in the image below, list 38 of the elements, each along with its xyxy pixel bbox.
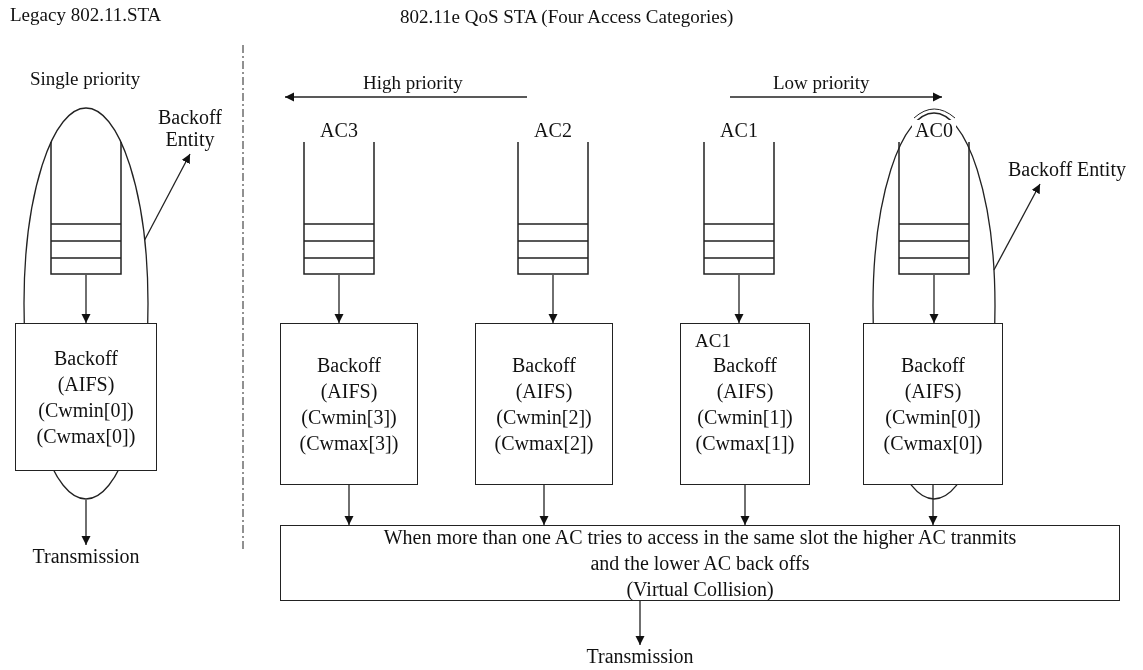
text-label: Transmission	[585, 645, 695, 667]
section-title: 802.11e QoS STA (Four Access Categories)	[400, 6, 734, 28]
process-box	[680, 323, 810, 485]
stray-label: AC1	[695, 330, 731, 352]
text-label: Backoff Entity	[156, 106, 224, 150]
arrow	[81, 274, 91, 324]
text-label: Transmission	[31, 545, 141, 567]
arrow	[548, 274, 558, 324]
arrow	[635, 600, 645, 646]
queue-label: AC3	[317, 120, 361, 140]
process-box	[280, 525, 1120, 601]
process-box	[475, 323, 613, 485]
arrow	[734, 274, 744, 324]
arrow	[928, 484, 938, 526]
priority-label: Low priority	[773, 72, 870, 94]
process-box	[15, 323, 157, 471]
box-text: (Virtual Collision)	[626, 577, 774, 602]
box-text: Backoff (AIFS) (Cwmin[3]) (Cwmax[3])	[298, 353, 400, 456]
process-box	[863, 323, 1003, 485]
arrow	[993, 183, 1041, 271]
box-text: Backoff (AIFS) (Cwmin[0]) (Cwmax[0])	[35, 346, 137, 449]
arrow	[334, 274, 344, 324]
priority-label: Single priority	[30, 68, 141, 90]
box-text: When more than one AC tries to access in the same slot the higher AC tranmits and the lower AC back offs	[382, 525, 1018, 576]
arrow	[344, 484, 354, 526]
text-label: Backoff Entity	[1007, 158, 1127, 180]
process-box	[280, 323, 418, 485]
priority-label: High priority	[363, 72, 463, 94]
box-text: Backoff (AIFS) (Cwmin[1]) (Cwmax[1])	[694, 353, 796, 456]
arrow	[539, 484, 549, 526]
arrow	[740, 484, 750, 526]
arrow	[81, 499, 91, 546]
box-text: Backoff (AIFS) (Cwmin[0]) (Cwmax[0])	[882, 353, 984, 456]
arrow	[144, 153, 191, 241]
box-text: Backoff (AIFS) (Cwmin[2]) (Cwmax[2])	[493, 353, 595, 456]
page-title: Legacy 802.11.STA	[10, 4, 162, 26]
queue-label: AC0	[912, 120, 956, 140]
arrow	[929, 274, 939, 324]
